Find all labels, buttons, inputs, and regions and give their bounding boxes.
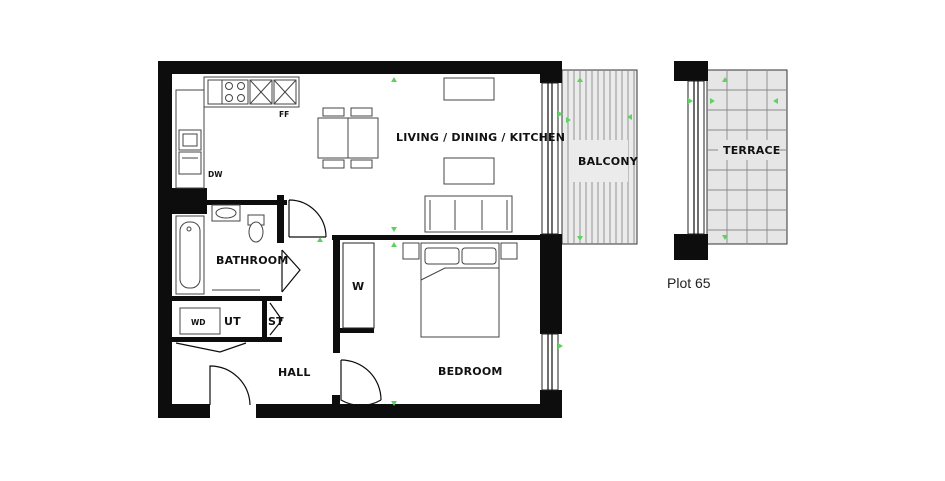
hall-label: HALL bbox=[278, 366, 311, 379]
balcony-area bbox=[561, 69, 638, 245]
terrace-label: TERRACE bbox=[723, 144, 780, 157]
bathroom-label: BATHROOM bbox=[216, 254, 288, 267]
sofa bbox=[424, 195, 513, 233]
coffee-table bbox=[443, 157, 495, 185]
terrace-area bbox=[706, 69, 788, 245]
dining-table bbox=[317, 107, 379, 169]
bathroom-fixtures bbox=[175, 204, 265, 295]
store-label: ST bbox=[268, 315, 284, 328]
fridge-freezer-label: FF bbox=[279, 110, 289, 119]
wardrobe bbox=[342, 242, 375, 329]
tv-unit bbox=[443, 77, 495, 101]
balcony-label: BALCONY bbox=[578, 155, 639, 168]
bed bbox=[402, 242, 518, 338]
washer-dryer bbox=[179, 307, 221, 335]
washer-dryer-label: WD bbox=[191, 318, 206, 327]
dishwasher-label: DW bbox=[208, 170, 223, 179]
living-dining-kitchen-label: LIVING / DINING / KITCHEN bbox=[396, 131, 565, 144]
kitchen-units bbox=[175, 76, 300, 189]
indicator-markers bbox=[317, 77, 778, 406]
internal-walls bbox=[172, 188, 544, 407]
doors bbox=[175, 199, 382, 406]
wardrobe-label: W bbox=[352, 280, 364, 293]
outer-walls bbox=[158, 61, 562, 418]
bedroom-label: BEDROOM bbox=[438, 365, 503, 378]
terrace-walls bbox=[674, 61, 708, 260]
utility-label: UT bbox=[224, 315, 241, 328]
plot-label: Plot 65 bbox=[667, 275, 711, 291]
window-glazing bbox=[541, 82, 559, 391]
